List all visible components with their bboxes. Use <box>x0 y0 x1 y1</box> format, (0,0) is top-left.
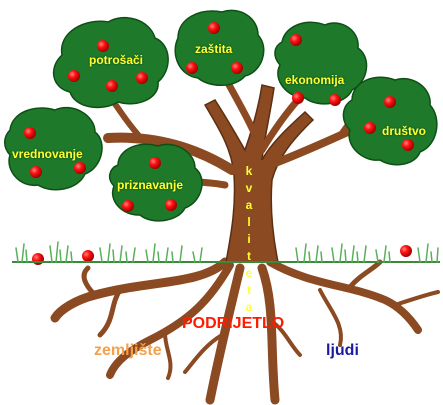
apple-icon <box>97 40 109 52</box>
roots <box>50 257 440 405</box>
apple-icon <box>30 166 42 178</box>
trunk <box>203 84 315 263</box>
trunk-letter: a <box>245 198 253 212</box>
trunk-letter: e <box>245 266 253 280</box>
apple-icon <box>24 127 36 139</box>
trunk-letter: v <box>245 181 253 195</box>
apple-icon <box>231 62 243 74</box>
label-zastita: zaštita <box>195 42 233 56</box>
apple-icon <box>68 70 80 82</box>
label-vrednovanje: vrednovanje <box>12 147 83 161</box>
apple-icon <box>136 72 148 84</box>
apple-icon <box>149 157 161 169</box>
label-zemljiste: zemljište <box>94 342 162 359</box>
apple-icon <box>292 92 304 104</box>
apple-icon <box>82 250 94 262</box>
apple-icon <box>329 94 341 106</box>
apple-icon <box>106 80 118 92</box>
label-potrosaci: potrošači <box>89 53 144 67</box>
apple-icon <box>165 199 177 211</box>
apple-icon <box>384 96 396 108</box>
label-ljudi: ljudi <box>326 342 359 359</box>
trunk-letter: l <box>247 215 251 229</box>
apple-icon <box>122 200 134 212</box>
label-priznavanje: priznavanje <box>117 178 184 192</box>
apple-icon <box>364 122 376 134</box>
apple-icon <box>186 62 198 74</box>
trunk-letter: i <box>247 232 251 246</box>
apple-icon <box>208 22 220 34</box>
grass-icon <box>15 241 439 263</box>
apple-icon <box>290 34 302 46</box>
trunk-letter: t <box>247 249 251 263</box>
trunk-letter: t <box>247 283 251 297</box>
label-podrijetlo: PODRIJETLO <box>182 315 285 332</box>
label-drustvo: društvo <box>382 124 427 138</box>
apple-icon <box>400 245 412 257</box>
trunk-letter: k <box>245 164 253 178</box>
apple-icon <box>402 139 414 151</box>
apple-icon <box>74 162 86 174</box>
apple-icon <box>32 253 44 265</box>
trunk-letter: a <box>245 300 253 314</box>
apples <box>24 22 414 265</box>
label-ekonomija: ekonomija <box>285 73 345 87</box>
